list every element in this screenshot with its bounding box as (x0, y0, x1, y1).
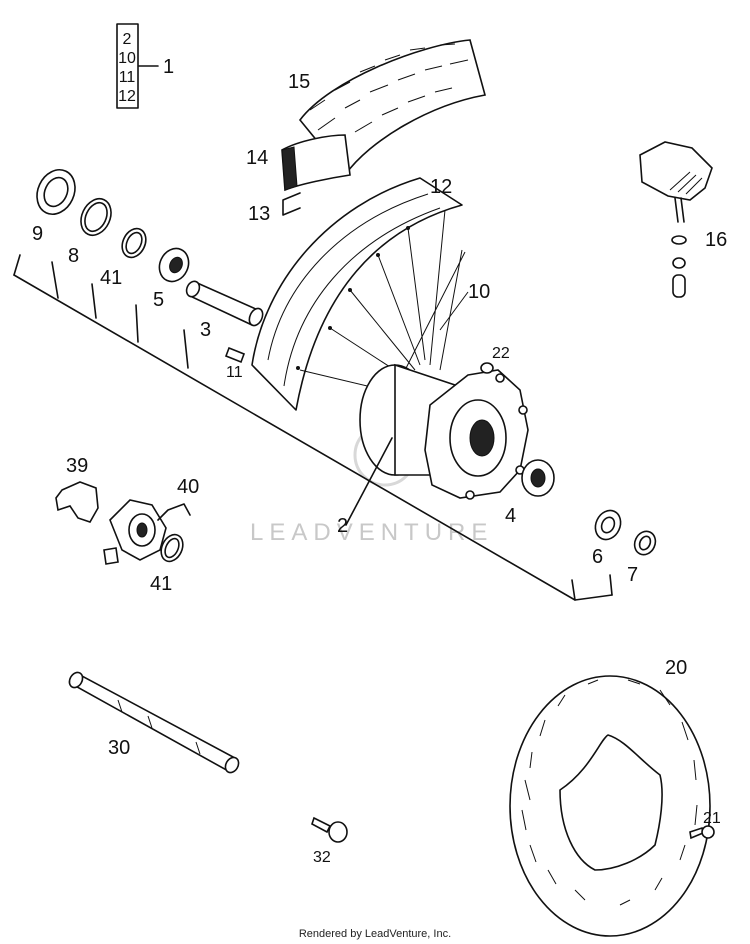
callout-7: 7 (627, 564, 638, 586)
assembly-axis (13, 254, 613, 601)
bolt-32: 32 (311, 816, 348, 866)
bushing-7: 7 (627, 530, 657, 586)
group-label-1: 1 (163, 56, 174, 78)
callout-20: 20 (665, 657, 687, 679)
group-bracket-1: 2 10 11 12 1 (116, 23, 174, 109)
callout-22: 22 (492, 345, 510, 362)
callout-3: 3 (200, 319, 211, 341)
watermark-text: LEADVENTURE (250, 519, 493, 546)
callout-10: 10 (468, 281, 490, 303)
callout-8: 8 (68, 245, 79, 267)
callout-11: 11 (226, 364, 243, 381)
brake-disc-20: 20 (509, 657, 711, 937)
callout-14: 14 (246, 147, 268, 169)
callout-16: 16 (705, 229, 727, 251)
speedo-unit-40: 40 (103, 476, 199, 565)
callout-32: 32 (313, 849, 331, 866)
bearing-4: 4 (505, 459, 555, 527)
callout-15: 15 (288, 71, 310, 93)
circlip-41b: 41 (150, 533, 184, 595)
group-item-10: 10 (118, 50, 136, 67)
seal-6: 6 (592, 509, 622, 568)
callout-9: 9 (32, 223, 43, 245)
rim: 12 (251, 176, 463, 411)
group-item-12: 12 (118, 88, 136, 105)
speedo-drive-39: 39 (55, 455, 99, 523)
callout-12: 12 (430, 176, 452, 198)
axle-30: 30 (68, 671, 240, 774)
valve: 16 (639, 141, 727, 298)
callout-39: 39 (66, 455, 88, 477)
callout-5: 5 (153, 289, 164, 311)
bolt-21: 21 (689, 810, 721, 840)
hub: 2 (337, 363, 529, 537)
spokes: 10 (299, 209, 490, 396)
footer-credit: Rendered by LeadVenture, Inc. (299, 928, 451, 940)
callout-41b: 41 (150, 573, 172, 595)
bearing-5: 5 (153, 247, 190, 311)
seal-9: 9 (32, 169, 76, 245)
callout-13: 13 (248, 203, 270, 225)
callout-30: 30 (108, 737, 130, 759)
group-item-2: 2 (123, 31, 132, 48)
group-item-11: 11 (119, 69, 136, 86)
watermark: LEADVENTURE (250, 423, 493, 546)
nipple-11: 11 (224, 346, 246, 381)
callout-21: 21 (703, 810, 721, 827)
oring-8: 8 (68, 197, 112, 267)
callout-41a: 41 (100, 267, 122, 289)
nut-22: 22 (480, 345, 510, 374)
tube: 14 13 (246, 134, 351, 225)
callout-6: 6 (592, 546, 603, 568)
callout-4: 4 (505, 505, 516, 527)
spacer-3: 3 (185, 280, 264, 341)
callout-40: 40 (177, 476, 199, 498)
callout-2: 2 (337, 515, 348, 537)
circlip-41a: 41 (100, 227, 147, 289)
